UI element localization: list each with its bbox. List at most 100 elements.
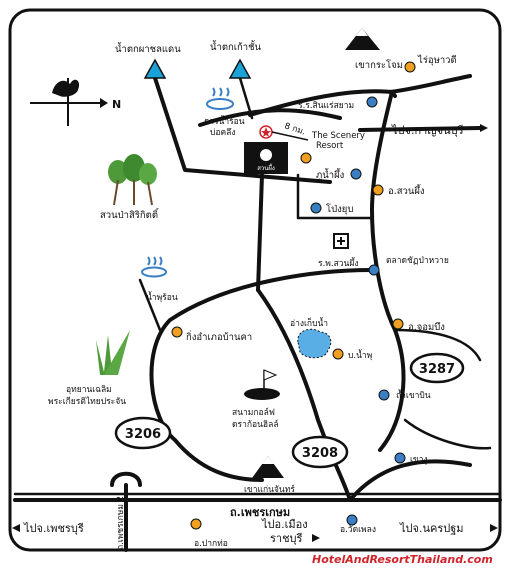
hotspring-1: ธารน้ำร้อน บ่อคลึง — [204, 87, 245, 138]
poi-khao-ngu-icon — [394, 452, 406, 464]
reservoir-label: อ่างเก็บน้ำ — [290, 317, 328, 329]
arrow-left-icon — [12, 524, 20, 532]
route-3208-shield — [291, 435, 349, 469]
route-3206: 3206 — [114, 416, 172, 450]
to-nakhon-pathom-label: ไปจ.นครปฐม — [399, 522, 464, 535]
reservoir-shape — [297, 328, 332, 359]
arrow-right-bottom-icon — [490, 524, 498, 532]
route-3206-label: 3206 — [125, 427, 161, 442]
suan-phueng-label: อ.สวนผึ้ง — [388, 184, 425, 197]
road-top-right — [388, 74, 472, 94]
to-ratchaburi-line1: ไปอ.เมือง — [261, 518, 308, 531]
mountain-south-label: เขาแก่นจันทร์ — [244, 484, 295, 495]
waterfall-east-icon — [228, 58, 252, 79]
north-label: N — [112, 98, 121, 111]
reservoir: อ่างเก็บน้ำ — [290, 317, 332, 359]
poi-rai-ou-icon — [404, 61, 416, 73]
poi-cave-icon — [378, 389, 390, 401]
poi-school-icon — [366, 96, 378, 108]
poi-wat-icon — [346, 514, 358, 526]
road-center-vertical — [256, 173, 264, 292]
golf-label-1: สนามกอล์ฟ — [232, 407, 275, 418]
botanic-garden: สวนป่าสิริกิตติ์ — [100, 154, 160, 221]
resort-star-icon — [261, 127, 271, 137]
rai-ou-label: ไร่อุษาวดี — [417, 54, 457, 66]
hotspring-2: น้ำพุร้อน — [141, 256, 178, 303]
mountain-north: เขากระโจม — [345, 28, 403, 71]
school-label: ร.ร.สินแร่สยาม — [298, 101, 354, 111]
arrow-down-right-icon — [312, 534, 320, 542]
road-main-right — [370, 90, 406, 452]
khao-ngu-label: เขางู — [410, 455, 428, 465]
road-chom-bueng — [393, 328, 482, 362]
road-3208 — [256, 288, 332, 454]
road-3206-curve — [149, 268, 374, 482]
hotspring-1-label-b: บ่อคลึง — [210, 128, 236, 138]
phetkasem-2-label: ถ.เพชรเกษม 2 — [116, 496, 126, 550]
road-network — [13, 74, 502, 552]
road-hotspring — [138, 278, 162, 332]
road-phetkasem-2-loop — [110, 471, 142, 487]
poi-nam-phu-icon — [332, 348, 344, 360]
route-3287-label: 3287 — [419, 362, 455, 377]
poi-district-icon — [171, 326, 183, 338]
hospital: ร.พ.สวนผึ้ง — [318, 233, 358, 269]
route-3287: 3287 — [409, 352, 465, 384]
poi-phu-blue-icon — [350, 168, 362, 180]
botanic-garden-label: สวนป่าสิริกิตติ์ — [100, 207, 160, 221]
waterfall-west-label: น้ำตกผาชลแดน — [115, 42, 181, 55]
golf-label-2: ดราก้อนฮิลล์ — [232, 419, 279, 430]
road-3208-east — [348, 459, 472, 502]
waterfall-east: น้ำตกเก้าชั้น — [210, 40, 262, 79]
golf-icon — [244, 388, 280, 400]
pong-yub-label: โป่งยุบ — [326, 203, 353, 215]
rooster-icon — [52, 79, 80, 97]
compass: N — [30, 78, 121, 126]
grass-icon — [96, 330, 130, 375]
road-kanchanaburi — [358, 126, 482, 132]
road-waterfall-west — [153, 76, 332, 184]
poi-chom-bueng-icon — [392, 318, 404, 330]
route-3287-shield — [409, 352, 465, 384]
hotspring-2-icon — [141, 266, 167, 278]
hospital-label: ร.พ.สวนผึ้ง — [318, 257, 358, 269]
phu-label: ภูน้ำผึ้ง — [316, 168, 344, 181]
chom-bueng-label: อ.จอมบึง — [408, 322, 445, 333]
resort-sign: สวนผึ้ง — [257, 162, 275, 172]
route-3208-label: 3208 — [302, 446, 338, 461]
nam-phu-label: บ.น้ำพุ — [348, 349, 372, 361]
road-upper-cross — [198, 108, 342, 127]
district-label: กิ่งอำเภอบ้านคา — [186, 330, 252, 343]
park: อุทยานเฉลิม พระเกียรติไทยประจัน — [48, 330, 130, 407]
route-3206-shield — [114, 416, 172, 450]
to-kanchanaburi-label: ไปจ.กาญจนบุรี — [391, 124, 464, 137]
hotspring-2-label: น้ำพุร้อน — [146, 291, 178, 303]
map-frame — [8, 8, 502, 552]
poi-market-icon — [368, 264, 380, 276]
waterfall-east-label: น้ำตกเก้าชั้น — [210, 40, 262, 53]
watermark: HotelAndResortThailand.com — [312, 553, 493, 566]
route-3208: 3208 — [291, 435, 349, 469]
road-khao-ngu — [403, 418, 492, 450]
waterfall-west: น้ำตกผาชลแดน — [115, 42, 181, 79]
road-pong-yub — [296, 173, 374, 220]
arrow-right-icon — [480, 124, 488, 132]
mountain-north-label: เขากระโจม — [355, 59, 403, 71]
poi-pong-yub-icon — [310, 202, 322, 214]
scenery-resort: สวนผึ้ง 8 กม. The Scenery Resort — [244, 121, 365, 174]
golf: สนามกอล์ฟ ดราก้อนฮิลล์ — [232, 369, 280, 430]
to-ratchaburi-line2: ราชบุรี — [270, 532, 303, 545]
cave-label: ถ้ำเขาบิน — [396, 389, 431, 401]
scenery-name-line1: The Scenery — [311, 131, 365, 141]
to-phetchaburi-label: ไปจ.เพชรบุรี — [23, 522, 84, 535]
waterfall-west-icon — [143, 58, 167, 79]
phetkasem-label: ถ.เพชรเกษม — [230, 506, 290, 519]
hotspring-1-icon — [206, 98, 234, 110]
hotspring-1-label-a: ธารน้ำร้อน — [204, 115, 245, 127]
park-label-2: พระเกียรติไทยประจัน — [48, 396, 126, 407]
wat-label: อ.วัดเพลง — [340, 525, 376, 535]
poi-suan-phueng-icon — [372, 184, 384, 196]
mountain-south: เขาแก่นจันทร์ — [244, 456, 295, 495]
